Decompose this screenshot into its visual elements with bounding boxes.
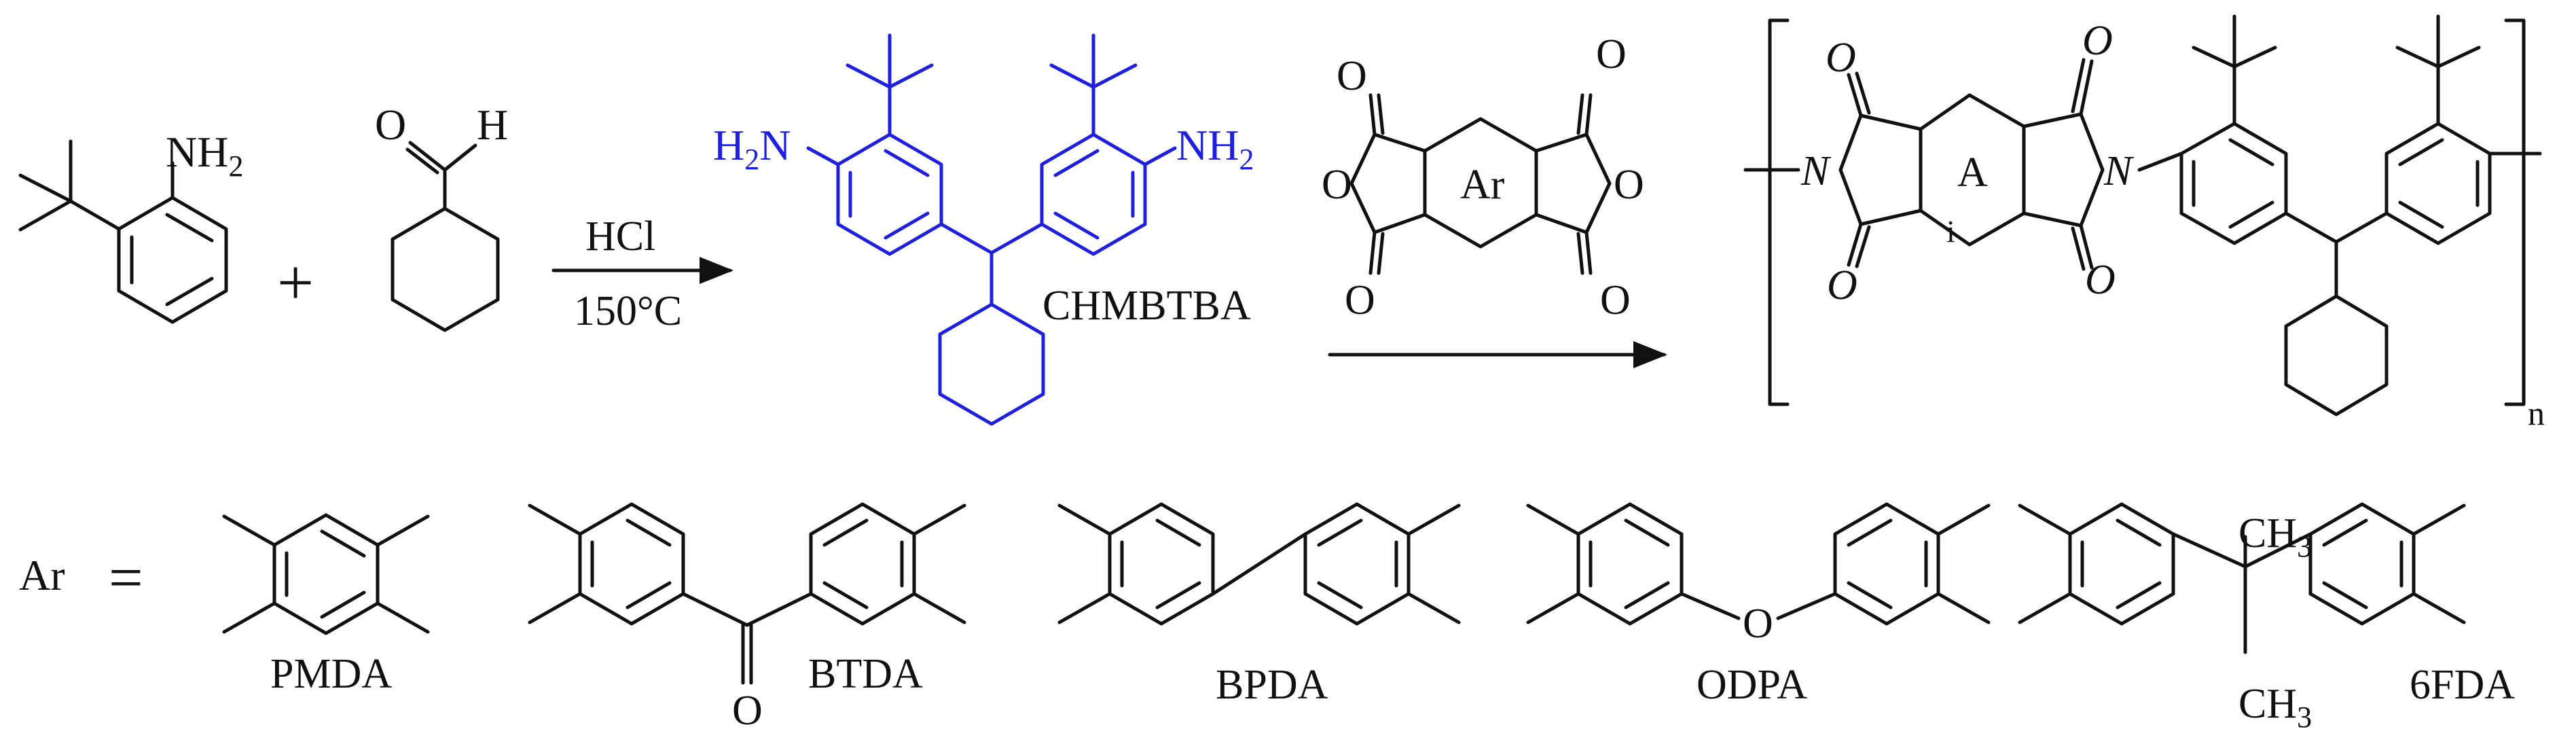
- imide-nitrogen-left: N: [1800, 148, 1832, 194]
- polyimide-repeat-unit: [1743, 14, 2542, 417]
- anhydride-oxygen-top-right: O: [1596, 31, 1627, 77]
- dianhydride-ar-label: Ar: [1460, 162, 1505, 208]
- odpa-ether-oxygen: O: [1743, 601, 1773, 647]
- aldehyde-oxygen: O: [375, 101, 406, 149]
- equals-sign: =: [109, 544, 143, 612]
- 6fda-methyl-bottom: CH3: [2238, 681, 2312, 734]
- cyclohexanecarbaldehyde-structure: [391, 141, 500, 332]
- anhydride-oxygen-bottom-left: O: [1345, 277, 1375, 323]
- imide-oxygen-top-left: O: [1826, 35, 1856, 81]
- anhydride-oxygen-ring-right: O: [1614, 162, 1644, 208]
- 6fda-name: 6FDA: [2410, 662, 2515, 708]
- tert-butylaniline-structure: [18, 139, 228, 324]
- imide-oxygen-top-right: O: [2082, 18, 2113, 64]
- odpa-structure: [1526, 502, 1991, 626]
- aldehyde-hydrogen: H: [477, 101, 508, 149]
- bpda-name: BPDA: [1216, 662, 1328, 708]
- amine-label-right: NH2: [1176, 121, 1254, 176]
- 6fda-methyl-top: CH3: [2238, 510, 2312, 563]
- imide-oxygen-bottom-right: O: [2085, 257, 2116, 303]
- imide-nitrogen-right: N: [2103, 148, 2135, 194]
- imide-oxygen-bottom-left: O: [1827, 262, 1857, 308]
- btda-name: BTDA: [808, 651, 923, 697]
- bpda-structure: [1057, 502, 1461, 626]
- diamine-name: CHMBTBA: [1042, 283, 1251, 329]
- ar-definition-label: Ar: [19, 551, 65, 599]
- dianhydride-structure: [1349, 93, 1612, 275]
- btda-carbonyl-oxygen: O: [732, 688, 763, 734]
- central-ring-index: i: [1946, 214, 1955, 249]
- plus-sign: +: [277, 246, 314, 319]
- reagent-hcl: HCl: [585, 213, 655, 260]
- btda-structure: [528, 502, 966, 685]
- anhydride-oxygen-top-left: O: [1337, 53, 1367, 99]
- condition-temperature: 150°C: [574, 288, 682, 334]
- central-ring-label: A: [1957, 149, 1988, 196]
- pmda-name: PMDA: [270, 651, 392, 697]
- odpa-name: ODPA: [1697, 662, 1807, 708]
- chmbtba-diamine-structure: [806, 33, 1177, 426]
- anhydride-oxygen-ring-left: O: [1322, 162, 1352, 208]
- amine-label-1: NH2: [166, 128, 243, 183]
- amine-label-left: H2N: [713, 121, 791, 176]
- pmda-structure: [222, 513, 430, 635]
- anhydride-oxygen-bottom-right: O: [1600, 277, 1631, 323]
- 6fda-structure: [2018, 502, 2466, 654]
- repeat-unit-index: n: [2528, 394, 2545, 432]
